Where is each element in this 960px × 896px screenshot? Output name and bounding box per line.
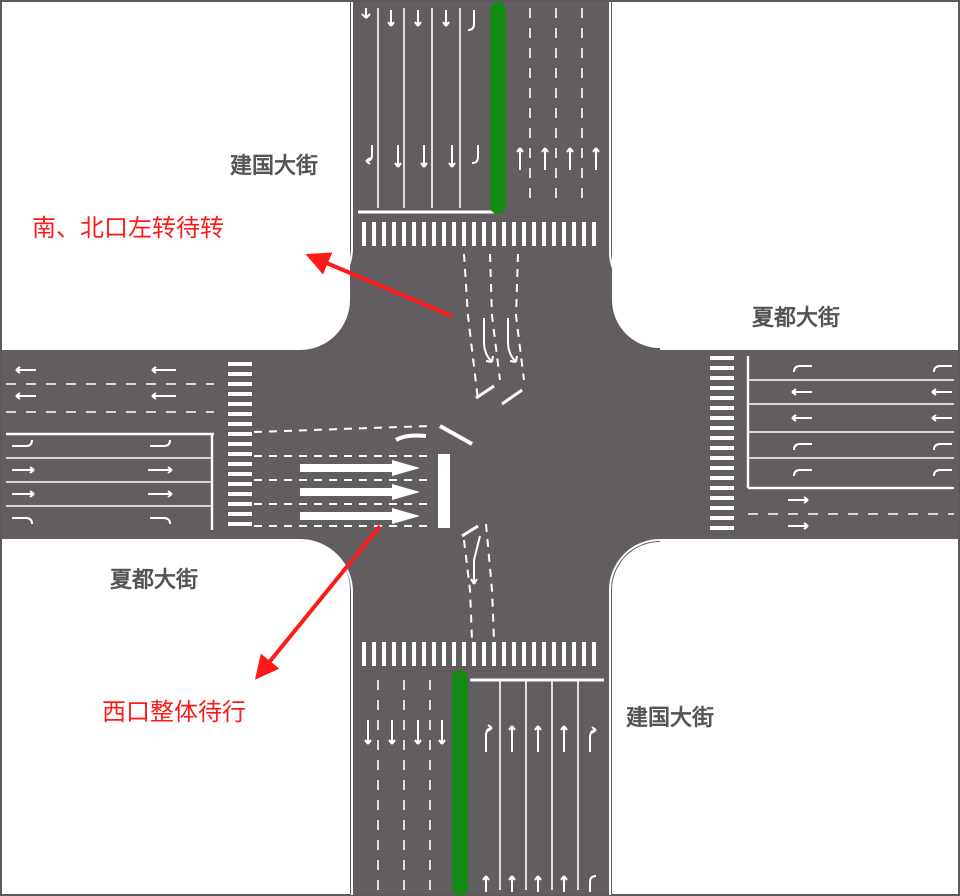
west-stop-line xyxy=(438,454,450,528)
annotation-north-south-left-turn: 南、北口左转待转 xyxy=(32,214,224,242)
east-road-label: 夏都大街 xyxy=(752,306,841,331)
east-lane-arrows xyxy=(788,365,952,530)
east-lane-lines xyxy=(746,356,954,515)
north-lane-arrows xyxy=(361,8,600,170)
south-crosswalk-stripes xyxy=(362,642,596,666)
north-road-label: 建国大街 xyxy=(230,154,319,179)
annotation-west-hold: 西口整体待行 xyxy=(102,698,246,726)
north-waiting-zone xyxy=(463,253,525,406)
red-arrow-icon xyxy=(254,524,382,680)
south-waiting-zone xyxy=(461,523,495,641)
west-lane-lines xyxy=(6,383,214,530)
north-median xyxy=(490,2,506,214)
south-lane-arrows xyxy=(364,720,597,892)
south-lane-lines xyxy=(377,678,604,890)
east-crosswalk-stripes xyxy=(710,356,734,530)
red-arrow-icon xyxy=(305,252,453,318)
west-crosswalk-stripes xyxy=(228,362,252,526)
south-road-label: 建国大街 xyxy=(626,706,715,731)
west-lane-arrows xyxy=(12,366,176,525)
west-road-label: 夏都大街 xyxy=(110,568,199,593)
west-waiting-zone xyxy=(253,424,473,527)
north-lane-lines xyxy=(358,8,583,214)
north-crosswalk-stripes xyxy=(362,222,596,246)
west-straight-arrows xyxy=(300,460,420,524)
south-median xyxy=(452,670,468,896)
